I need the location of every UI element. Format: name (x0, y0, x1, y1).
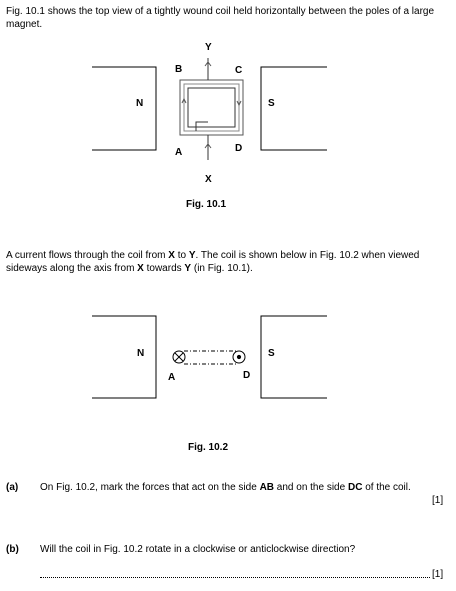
fig1-pole-s: S (268, 98, 275, 109)
question-b-marks: [1] (432, 569, 444, 580)
conductor-d (232, 350, 246, 364)
magnet-pole-right (260, 66, 327, 151)
coil-outer (179, 79, 244, 136)
fig-10-1 (92, 58, 327, 160)
fig1-label-c: C (235, 65, 242, 76)
answer-line[interactable] (40, 571, 430, 578)
qa-part1: On Fig. 10.2, mark the forces that act o… (40, 482, 260, 493)
fig2-label-d: D (243, 370, 250, 381)
fig1-label-x: X (205, 174, 212, 185)
qa-dc: DC (347, 482, 363, 493)
fig-10-2 (92, 315, 327, 399)
arrow-up-bottom (204, 143, 212, 149)
intro-text-1: Fig. 10.1 shows the top view of a tightl… (6, 6, 435, 30)
qa-part3: of the coil. (362, 482, 411, 493)
coil-inner (187, 87, 236, 128)
question-a-marks: [1] (432, 495, 444, 506)
question-b-label: (b) (6, 544, 19, 555)
fig1-pole-n: N (136, 98, 143, 109)
fig2-pole-n: N (137, 348, 144, 359)
magnet-pole-left (92, 66, 157, 151)
intro2-y: Y (188, 250, 196, 261)
arrow-up-top (204, 61, 212, 67)
qa-ab: AB (259, 482, 275, 493)
magnet-pole-right-2 (260, 315, 327, 399)
arrow-left (181, 97, 187, 104)
intro-text-2: A current flows through the coil from X … (6, 250, 450, 275)
intro2-x: X (168, 250, 175, 261)
intro2-y2: Y (184, 262, 192, 274)
magnet-pole-left-2 (92, 315, 157, 399)
question-b-text: Will the coil in Fig. 10.2 rotate in a c… (40, 544, 356, 555)
fig2-label-a: A (168, 372, 175, 383)
intro2-part3: . The coil is shown below in Fig. 10.2 w… (6, 250, 420, 274)
arrow-right (236, 100, 242, 107)
intro2-part2: to (174, 250, 189, 261)
lead-inner (195, 121, 208, 131)
intro2-x2: X (137, 262, 144, 274)
fig1-label-d: D (235, 143, 242, 154)
fig1-caption: Fig. 10.1 (186, 199, 227, 210)
question-a-text: On Fig. 10.2, mark the forces that act o… (40, 482, 446, 495)
fig1-label-a: A (175, 147, 182, 158)
intro2-part1: A current flows through the coil from (6, 250, 169, 261)
coil-mid (183, 83, 240, 132)
qa-part2: and on the side (274, 482, 348, 493)
fig1-label-y: Y (205, 42, 212, 53)
fig1-label-b: B (175, 64, 182, 75)
fig2-pole-s: S (268, 348, 275, 359)
intro2-part5: (in Fig. 10.1). (191, 262, 253, 274)
fig2-caption: Fig. 10.2 (188, 442, 229, 453)
intro2-part4: towards (143, 262, 185, 274)
question-a-label: (a) (6, 482, 19, 493)
conductor-a (172, 350, 186, 364)
